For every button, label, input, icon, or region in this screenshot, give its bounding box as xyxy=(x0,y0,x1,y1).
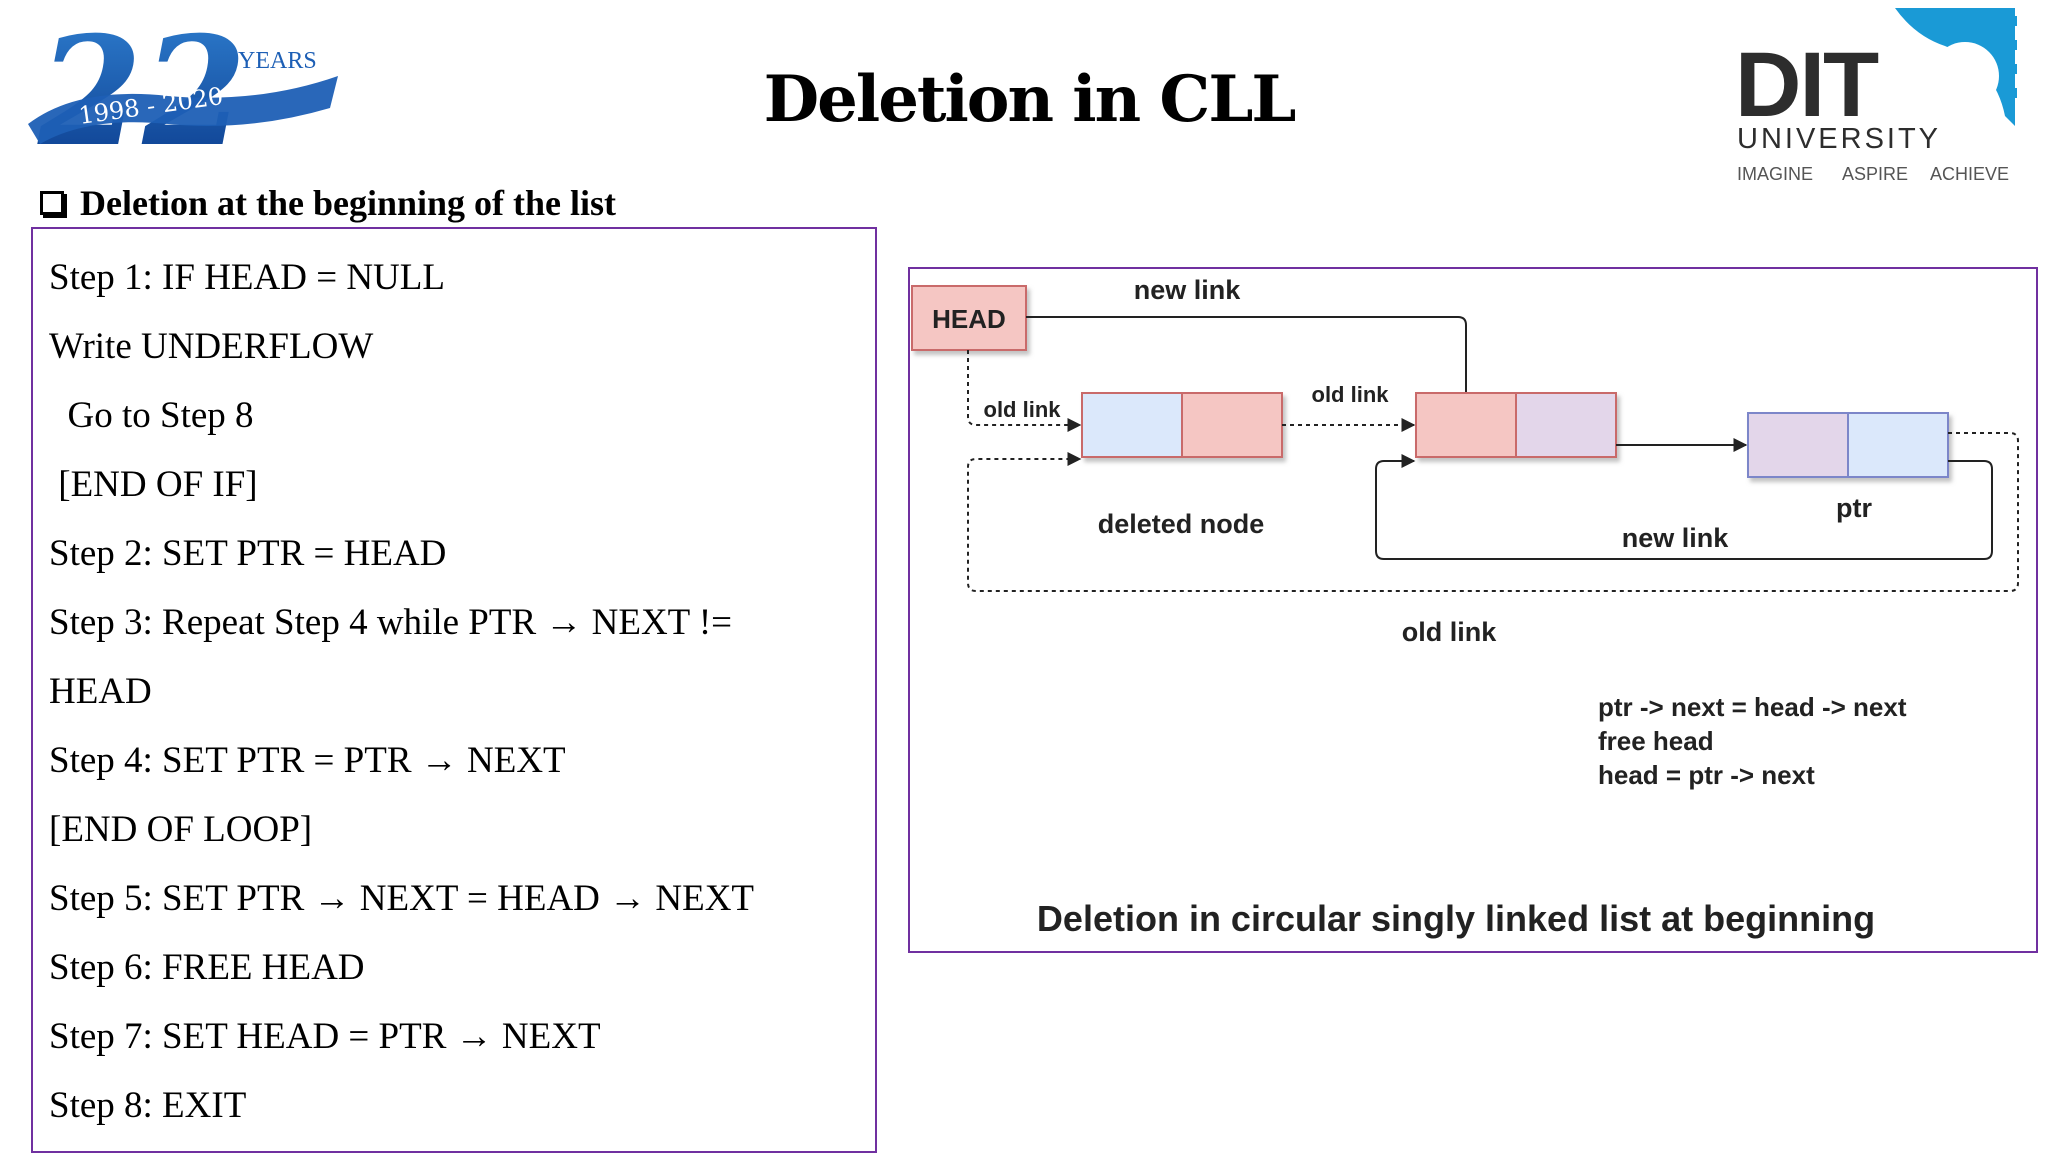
old-link-head-label: old link xyxy=(984,397,1062,422)
anniversary-number: 22 xyxy=(37,16,247,166)
old-link-loop-arrow xyxy=(967,432,2019,592)
checkbox-icon xyxy=(40,191,64,215)
algorithm-step: Step 7: SET HEAD = PTR → NEXT xyxy=(49,1016,601,1057)
algorithm-step: Step 1: IF HEAD = NULL xyxy=(49,257,445,298)
algorithm-step: Step 5: SET PTR → NEXT = HEAD → NEXT xyxy=(49,878,755,919)
university-subtitle: UNIVERSITY xyxy=(1737,123,1941,155)
new-link-top-label: new link xyxy=(1134,275,1242,305)
algorithm-step: [END OF IF] xyxy=(49,464,258,505)
diagram-box: HEAD new link old link deleted node old … xyxy=(908,267,2038,953)
deleted-node xyxy=(1081,392,1283,458)
university-tagline-3: ACHIEVE xyxy=(1930,164,2009,184)
university-tagline-1: IMAGINE xyxy=(1737,164,1813,184)
new-link-arrow xyxy=(1026,316,1473,415)
algorithm-step: Step 4: SET PTR = PTR → NEXT xyxy=(49,740,566,781)
algorithm-box: Step 1: IF HEAD = NULL Write UNDERFLOW G… xyxy=(31,227,877,1153)
algorithm-step: Write UNDERFLOW xyxy=(49,326,374,367)
university-logo: DIT UNIVERSITY IMAGINE ASPIRE ACHIEVE xyxy=(1735,8,2017,184)
new-link-bottom-label: new link xyxy=(1622,523,1730,553)
old-link-middle-label: old link xyxy=(1312,382,1390,407)
university-name: DIT xyxy=(1735,34,1879,136)
ptr-label: ptr xyxy=(1836,493,1872,523)
ptr-node xyxy=(1747,412,1949,478)
anniversary-logo: 22 1998 - 2020 YEARS xyxy=(28,16,338,166)
list-node-2 xyxy=(1415,392,1617,458)
university-tagline-2: ASPIRE xyxy=(1842,164,1908,184)
anniversary-word: YEARS xyxy=(238,48,317,74)
page-title: Deletion in CLL xyxy=(763,62,1297,137)
algorithm-step: HEAD xyxy=(49,671,152,712)
code-line: free head xyxy=(1598,726,1714,756)
section-heading-text: Deletion at the beginning of the list xyxy=(80,183,616,223)
algorithm-step: Step 2: SET PTR = HEAD xyxy=(49,533,447,574)
code-line: ptr -> next = head -> next xyxy=(1598,692,1907,722)
diagram-caption: Deletion in circular singly linked list … xyxy=(1037,898,1875,939)
algorithm-step: [END OF LOOP] xyxy=(49,809,313,850)
old-link-bottom-label: old link xyxy=(1402,617,1497,647)
algorithm-step: Step 6: FREE HEAD xyxy=(49,947,365,988)
old-link-head-arrow xyxy=(967,350,1082,432)
new-link-loop-arrow xyxy=(1375,454,1993,560)
section-heading: Deletion at the beginning of the list xyxy=(40,182,616,224)
linked-list-diagram: HEAD new link old link deleted node old … xyxy=(911,275,2019,939)
code-line: head = ptr -> next xyxy=(1598,760,1815,790)
head-label: HEAD xyxy=(932,304,1006,334)
gear-icon xyxy=(1895,8,2017,126)
algorithm-step: Step 8: EXIT xyxy=(49,1085,247,1126)
algorithm-step: Go to Step 8 xyxy=(49,395,254,436)
deleted-node-label: deleted node xyxy=(1098,509,1265,539)
algorithm-step: Step 3: Repeat Step 4 while PTR → NEXT !… xyxy=(49,602,733,643)
